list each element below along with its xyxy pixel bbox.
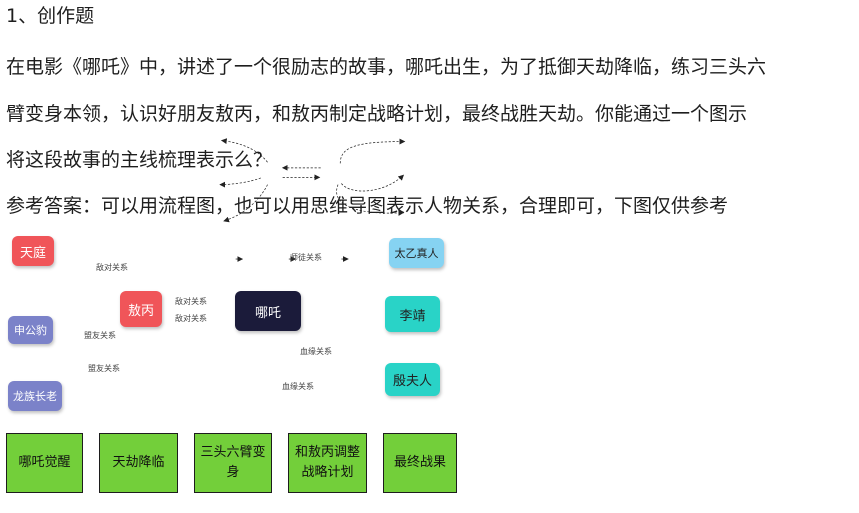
edge-nezha-taiyi — [339, 138, 406, 164]
paragraph-line-3: 将这段故事的主线梳理表示么？ — [6, 149, 273, 171]
flow-step-2-label: 天劫降临 — [112, 455, 165, 470]
node-taiyi: 太乙真人 — [389, 238, 444, 268]
heading: 1、创作题 — [6, 5, 95, 27]
edge-aobing-shengongbao — [219, 177, 261, 188]
flow-step-4-line-1: 和敖丙调整 — [294, 445, 360, 460]
node-nezha: 哪吒 — [235, 291, 301, 331]
node-shengongbao: 申公豹 — [8, 316, 53, 344]
edge-label-aobing-longzu: 盟友关系 — [88, 364, 120, 373]
edge-label-nezha-aobing-bottom: 敌对关系 — [175, 314, 207, 323]
edge-label-nezha-taiyi: 师徒关系 — [290, 253, 322, 262]
node-yinfuren: 殷夫人 — [385, 363, 440, 396]
edge-nezha-lijing — [341, 174, 405, 192]
flow-step-1-label: 哪吒觉醒 — [18, 455, 71, 470]
flow-step-2: 天劫降临 — [99, 433, 178, 493]
flow-step-3-line-2: 身 — [226, 465, 240, 480]
flow-step-5: 最终战果 — [383, 433, 457, 493]
flow-step-3-line-1: 三头六臂变 — [200, 445, 266, 460]
paragraph-line-1: 在电影《哪吒》中，讲述了一个很励志的故事，哪吒出生，为了抵御天劫降临，练习三头六 — [6, 56, 767, 78]
flow-step-4: 和敖丙调整 战略计划 — [288, 433, 367, 493]
edge-label-aobing-tianting: 敌对关系 — [96, 263, 128, 272]
node-tianting: 天庭 — [12, 236, 54, 266]
node-aobing: 敖丙 — [120, 291, 162, 327]
edge-label-nezha-yinfuren: 血缘关系 — [282, 382, 314, 391]
edge-label-nezha-lijing: 血缘关系 — [300, 347, 332, 356]
edge-label-nezha-aobing-top: 敌对关系 — [175, 297, 207, 306]
edge-label-aobing-shengongbao: 盟友关系 — [84, 331, 116, 340]
flow-step-5-label: 最终战果 — [393, 455, 446, 470]
node-longzu: 龙族长老 — [8, 381, 62, 411]
node-lijing: 李靖 — [385, 296, 440, 332]
flow-step-1: 哪吒觉醒 — [6, 433, 83, 493]
paragraph-line-2: 臂变身本领，认识好朋友敖丙，和敖丙制定战略计划，最终战胜天劫。你能通过一个图示 — [6, 103, 748, 125]
flow-step-3: 三头六臂变 身 — [194, 433, 272, 493]
answer-line: 参考答案：可以用流程图，也可以用思维导图表示人物关系，合理即可，下图仅供参考 — [6, 195, 729, 217]
flow-step-4-line-2: 战略计划 — [301, 465, 354, 480]
